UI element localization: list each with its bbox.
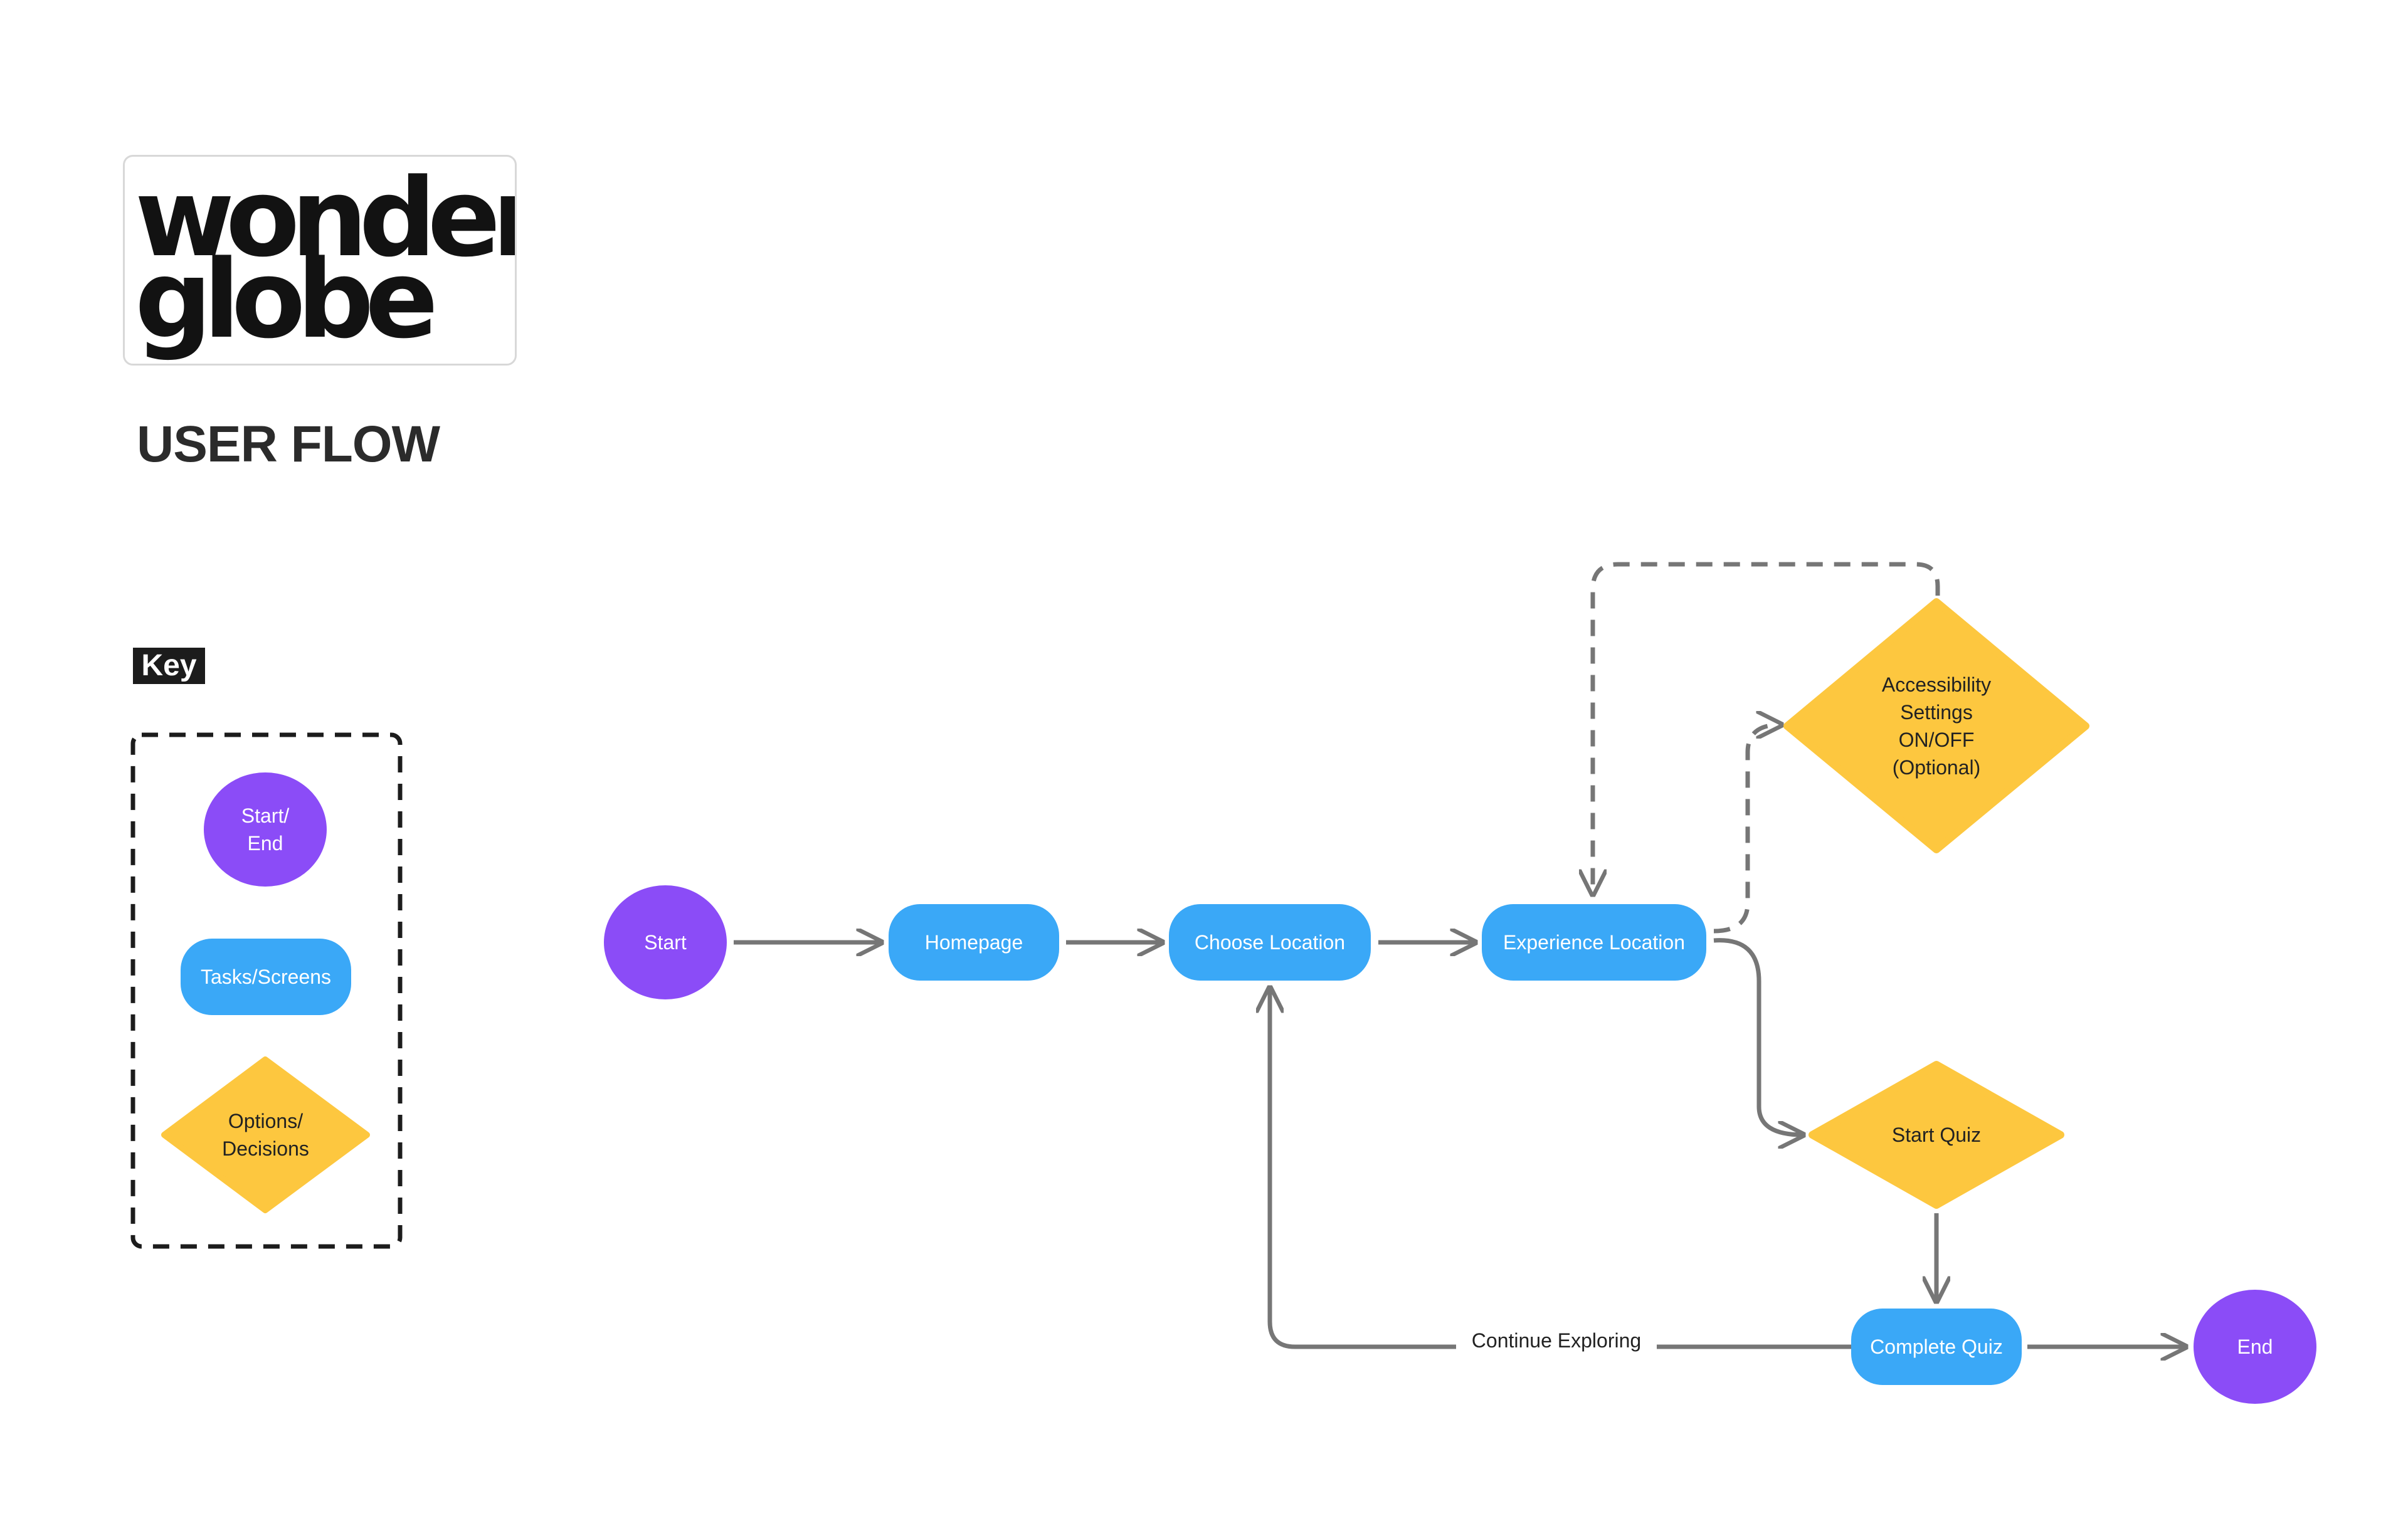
key-task-shape xyxy=(181,939,351,1015)
logo-line-1: wonder xyxy=(135,155,517,281)
node-choose-location[interactable] xyxy=(1169,904,1371,981)
logo-line-2: globe xyxy=(135,236,438,362)
key-decision-shape xyxy=(161,1056,370,1213)
node-end[interactable] xyxy=(2194,1290,2316,1404)
edge-accessibility-experience xyxy=(1593,562,1940,894)
node-start-quiz[interactable] xyxy=(1809,1061,2064,1209)
edge-completequiz-choose xyxy=(1270,988,1851,1349)
node-start[interactable] xyxy=(604,885,727,999)
key-start-end-shape xyxy=(204,772,327,887)
key-box xyxy=(130,732,403,1249)
wonder-globe-logo: wonder globe xyxy=(123,155,517,366)
key-label: Key xyxy=(133,648,205,684)
node-experience-location[interactable] xyxy=(1482,904,1706,981)
edge-experience-accessibility xyxy=(1713,725,1781,934)
edge-label-continue-exploring: Continue Exploring xyxy=(1456,1325,1657,1356)
node-accessibility-settings[interactable] xyxy=(1783,598,2089,853)
page-title: USER FLOW xyxy=(137,416,440,473)
node-homepage[interactable] xyxy=(889,904,1059,981)
edge-experience-startquiz xyxy=(1713,938,1803,1135)
node-complete-quiz[interactable] xyxy=(1851,1309,2022,1385)
